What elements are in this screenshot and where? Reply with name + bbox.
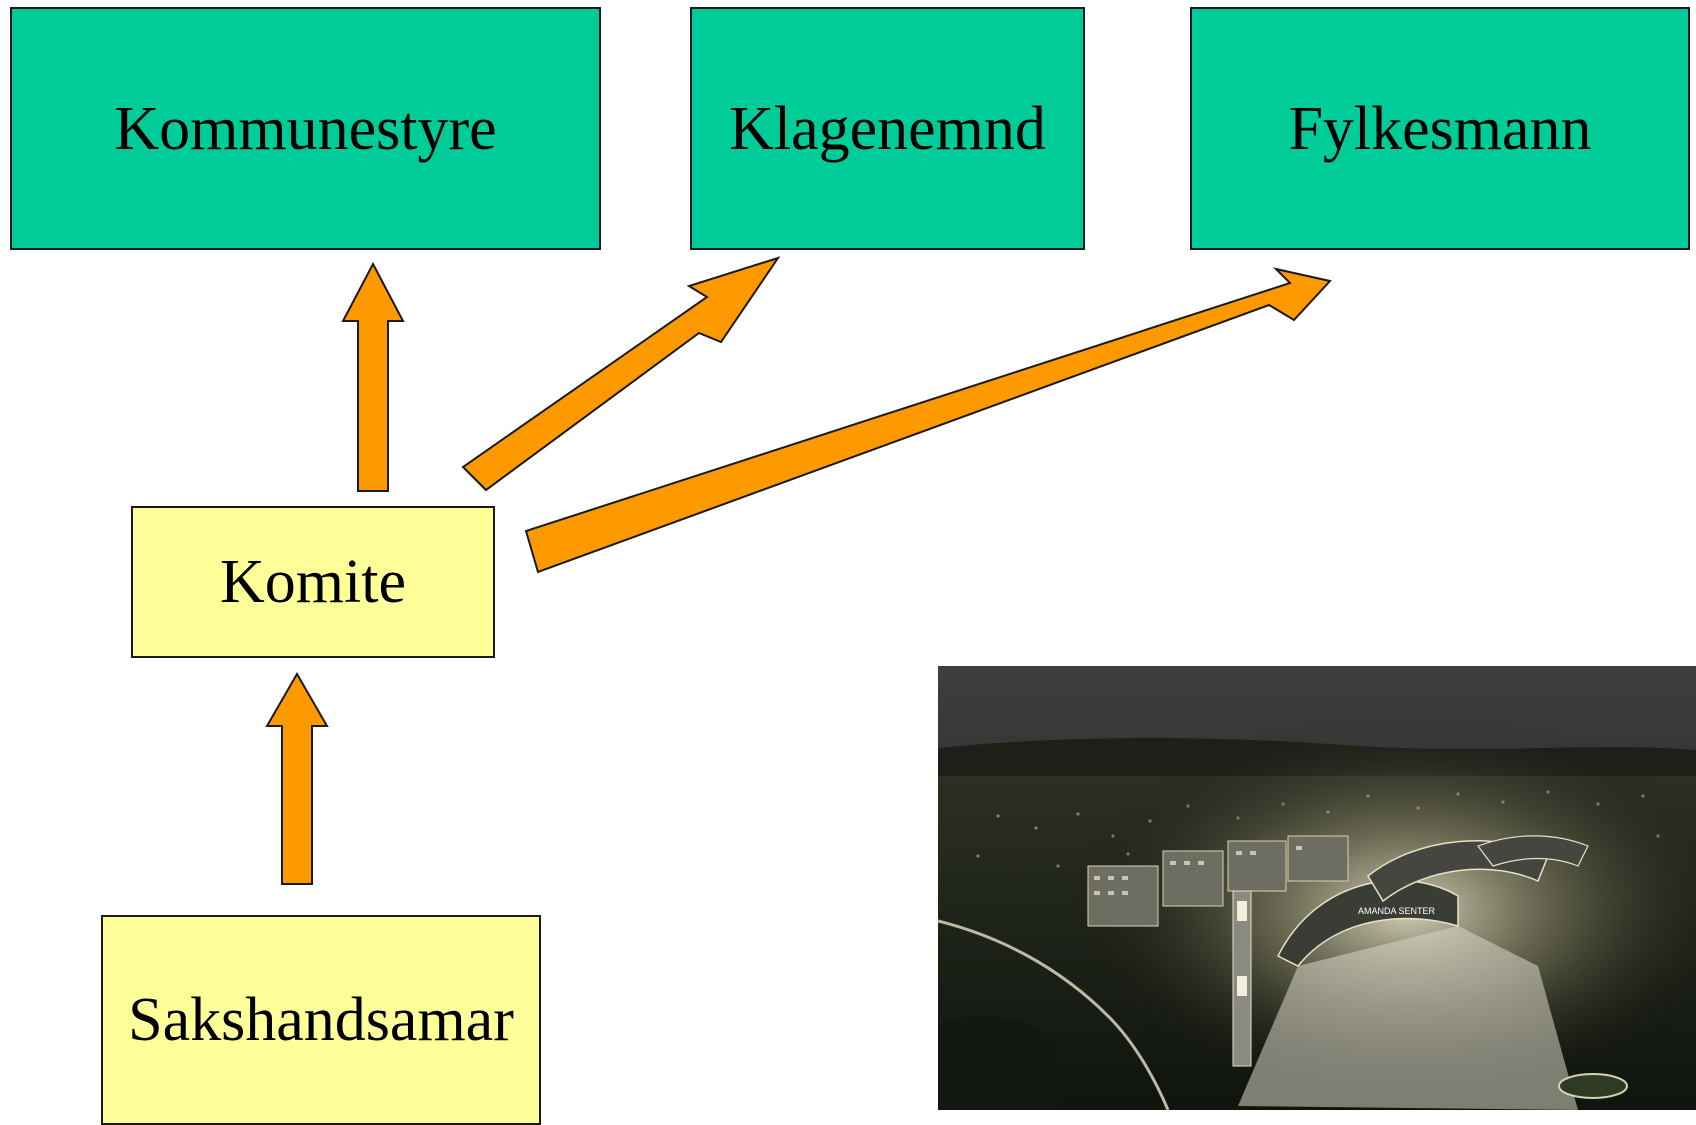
klagenemnd-box: Klagenemnd [690, 7, 1085, 250]
arrow-komite-to-kommunestyre [341, 261, 405, 492]
kommunestyre-label: Kommunestyre [114, 94, 497, 163]
sakshandsamar-label: Sakshandsamar [128, 986, 514, 1054]
kommunestyre-box: Kommunestyre [10, 7, 601, 250]
komite-label: Komite [220, 548, 406, 616]
aerial-night-rendering: AMANDA SENTER [938, 666, 1696, 1110]
komite-box: Komite [131, 506, 495, 658]
arrow-komite-to-klagenemnd [461, 256, 781, 492]
arrow-komite-to-fylkesmann [524, 267, 1332, 574]
sakshandsamar-box: Sakshandsamar [101, 915, 541, 1125]
fylkesmann-label: Fylkesmann [1288, 94, 1592, 163]
klagenemnd-label: Klagenemnd [729, 94, 1046, 163]
aerial-photo: AMANDA SENTER [938, 666, 1696, 1110]
photo-sign-text: AMANDA SENTER [1358, 906, 1436, 916]
fylkesmann-box: Fylkesmann [1190, 7, 1690, 250]
arrow-sakshandsamar-to-komite [265, 671, 329, 885]
